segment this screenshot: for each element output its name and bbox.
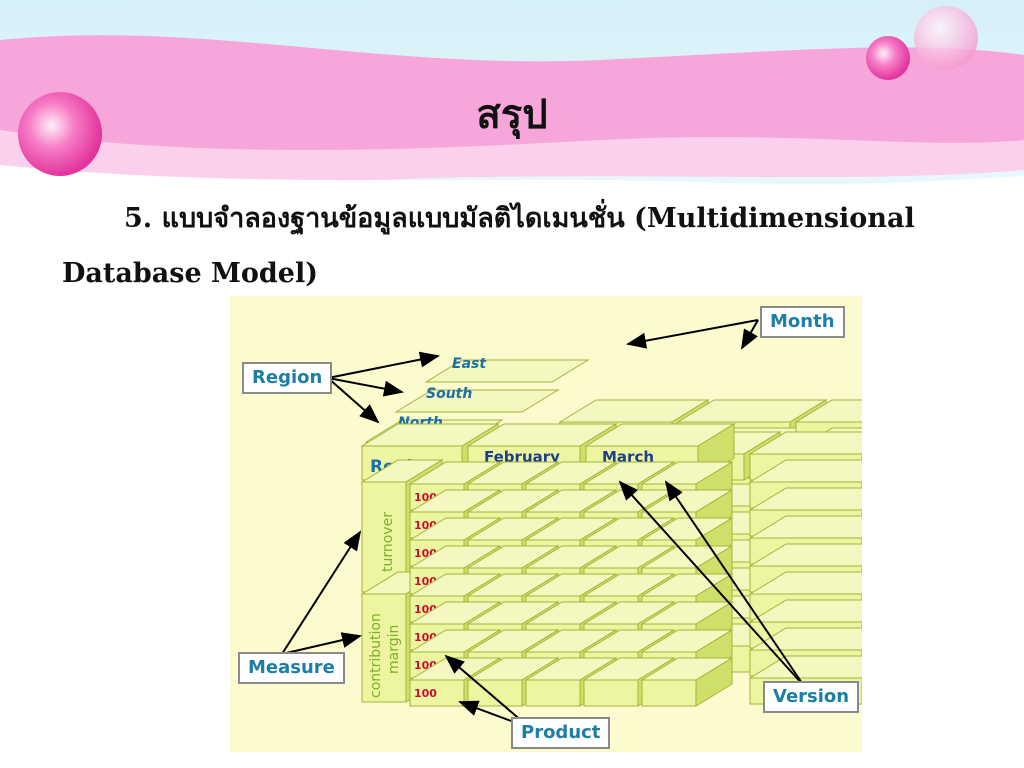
data-cell <box>583 679 639 707</box>
data-cell <box>641 679 697 707</box>
callout-arrow-1 <box>327 377 404 397</box>
data-cell <box>467 679 523 707</box>
pink-bubble-small <box>866 36 910 80</box>
slide-header-banner <box>0 0 1024 200</box>
month-callout: Month <box>760 306 845 338</box>
region-text-east: East <box>452 356 487 372</box>
version-callout: Version <box>763 681 860 713</box>
region-text-south: South <box>426 386 472 402</box>
callout-arrow-3 <box>626 319 759 349</box>
product-callout: Product <box>511 717 611 749</box>
pink-bubble-large <box>18 92 102 176</box>
callout-arrow-6 <box>281 632 362 655</box>
callout-arrow-0 <box>327 351 440 379</box>
back-layer-0-cell-top <box>794 399 862 423</box>
multidimensional-cube-diagram: EastSouthNorthEastSouthNorthRegionFebrua… <box>230 296 862 752</box>
data-cell <box>525 679 581 707</box>
measure-callout: Measure <box>238 652 345 684</box>
region-slab-0 <box>424 359 590 383</box>
region-slab-1 <box>394 389 560 413</box>
measure-label-turnover: turnover <box>380 512 396 572</box>
measure-bar-1 <box>361 593 407 703</box>
callout-arrow-7 <box>618 480 805 687</box>
callout-arrow-8 <box>664 480 805 687</box>
callout-arrow-9 <box>444 654 531 729</box>
measure-label-contribution: contribution <box>368 613 384 698</box>
product-cell <box>409 679 465 707</box>
measure-label-margin: margin <box>386 625 402 674</box>
product-label: 100 <box>414 687 437 700</box>
callout-arrow-5 <box>281 530 362 655</box>
slide-title: สรุป <box>476 91 548 138</box>
callout-arrow-2 <box>327 377 380 424</box>
slide-subtitle-line-1: 5. แบบจำลองฐานข้อมูลแบบมัลติไดเมนชั่น (M… <box>124 203 915 234</box>
slide-subtitle-line-2: Database Model) <box>62 258 319 289</box>
pink-bubble-faint <box>914 6 978 70</box>
region-callout: Region <box>242 362 333 394</box>
callout-arrow-4 <box>741 319 759 350</box>
